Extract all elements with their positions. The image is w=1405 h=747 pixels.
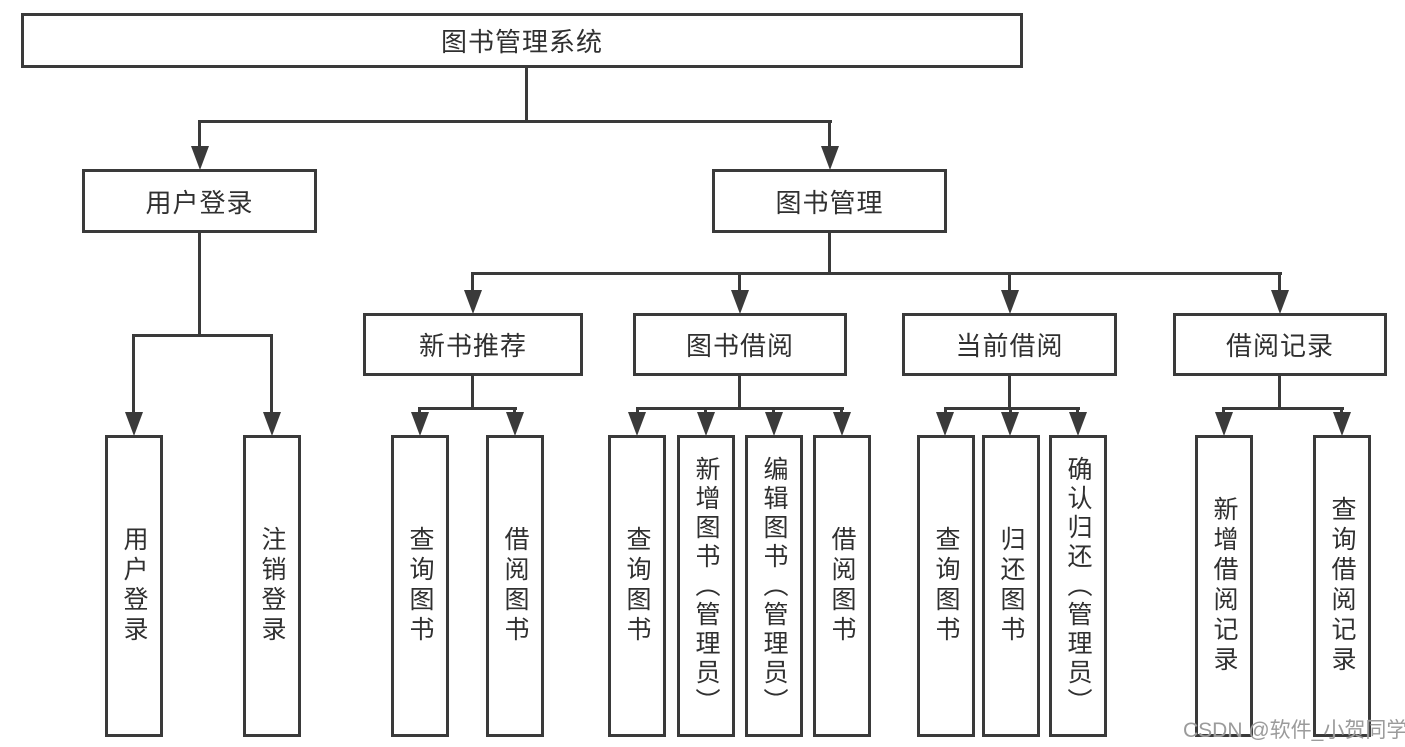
arrow-down-icon	[1001, 412, 1019, 436]
connector-borrow-stub	[738, 272, 741, 294]
connector-user-login-bar	[132, 334, 273, 337]
connector-logout-stub	[270, 334, 273, 414]
connector-new-rec-stub	[471, 272, 474, 294]
node-user-login: 用户登录	[82, 169, 317, 233]
node-current-borrow: 当前借阅	[902, 313, 1117, 376]
node-book-management: 图书管理	[712, 169, 947, 233]
node-records-query-record: 查询借阅记录	[1313, 435, 1371, 737]
node-library-system: 图书管理系统	[21, 13, 1023, 68]
connector-user-login-stem	[198, 231, 201, 337]
connector-stub	[1076, 407, 1079, 415]
node-rec-query-books: 查询图书	[391, 435, 449, 737]
arrow-down-icon	[506, 412, 524, 436]
connector-records-stem	[1278, 374, 1281, 409]
connector-borrow-bar	[636, 407, 844, 410]
connector-new-rec-bar	[418, 407, 517, 410]
connector-stub	[944, 407, 947, 415]
connector-stub	[418, 407, 421, 415]
connector-root-bar	[198, 120, 832, 123]
connector-stub	[1340, 407, 1343, 415]
arrow-down-icon	[731, 290, 749, 314]
node-logout: 注销登录	[243, 435, 301, 737]
node-current-confirm-return: 确认归还（管理员）	[1049, 435, 1107, 737]
node-borrow-query-books: 查询图书	[608, 435, 666, 737]
node-new-book-recommend: 新书推荐	[363, 313, 583, 376]
arrow-down-icon	[191, 146, 209, 170]
watermark: CSDN @软件_小贺同学	[1183, 719, 1405, 742]
arrow-down-icon	[1001, 290, 1019, 314]
node-current-return-books: 归还图书	[982, 435, 1040, 737]
connector-current-bar	[944, 407, 1080, 410]
node-login: 用户登录	[105, 435, 163, 737]
connector-stub	[513, 407, 516, 415]
node-records-add-record: 新增借阅记录	[1195, 435, 1253, 737]
connector-stub	[1222, 407, 1225, 415]
connector-current-stem	[1008, 374, 1011, 409]
connector-records-bar	[1222, 407, 1344, 410]
node-borrow-add-books: 新增图书（管理员）	[677, 435, 735, 737]
connector-login-stub	[132, 334, 135, 414]
arrow-down-icon	[1215, 412, 1233, 436]
connector-new-rec-stem	[471, 374, 474, 409]
connector-stub	[772, 407, 775, 415]
connector-book-mgmt-bar	[471, 272, 1282, 275]
arrow-down-icon	[697, 412, 715, 436]
arrow-down-icon	[821, 146, 839, 170]
node-book-borrow: 图书借阅	[633, 313, 847, 376]
node-borrow-edit-books: 编辑图书（管理员）	[745, 435, 803, 737]
connector-stub	[636, 407, 639, 415]
node-rec-borrow-books: 借阅图书	[486, 435, 544, 737]
arrow-down-icon	[833, 412, 851, 436]
arrow-down-icon	[411, 412, 429, 436]
arrow-down-icon	[125, 412, 143, 436]
node-current-query-books: 查询图书	[917, 435, 975, 737]
connector-stub	[704, 407, 707, 415]
arrow-down-icon	[1333, 412, 1351, 436]
arrow-down-icon	[1271, 290, 1289, 314]
connector-stub	[840, 407, 843, 415]
arrow-down-icon	[263, 412, 281, 436]
connector-records-stub	[1278, 272, 1281, 294]
connector-book-mgmt-stub	[828, 120, 831, 148]
arrow-down-icon	[1069, 412, 1087, 436]
node-borrow-borrow-books: 借阅图书	[813, 435, 871, 737]
arrow-down-icon	[765, 412, 783, 436]
connector-root-stem	[525, 66, 528, 123]
arrow-down-icon	[936, 412, 954, 436]
connector-user-login-stub	[198, 120, 201, 148]
arrow-down-icon	[464, 290, 482, 314]
arrow-down-icon	[628, 412, 646, 436]
connector-book-mgmt-stem	[828, 231, 831, 275]
connector-stub	[1009, 407, 1012, 415]
connector-current-stub	[1008, 272, 1011, 294]
node-borrow-records: 借阅记录	[1173, 313, 1387, 376]
connector-borrow-stem	[738, 374, 741, 409]
